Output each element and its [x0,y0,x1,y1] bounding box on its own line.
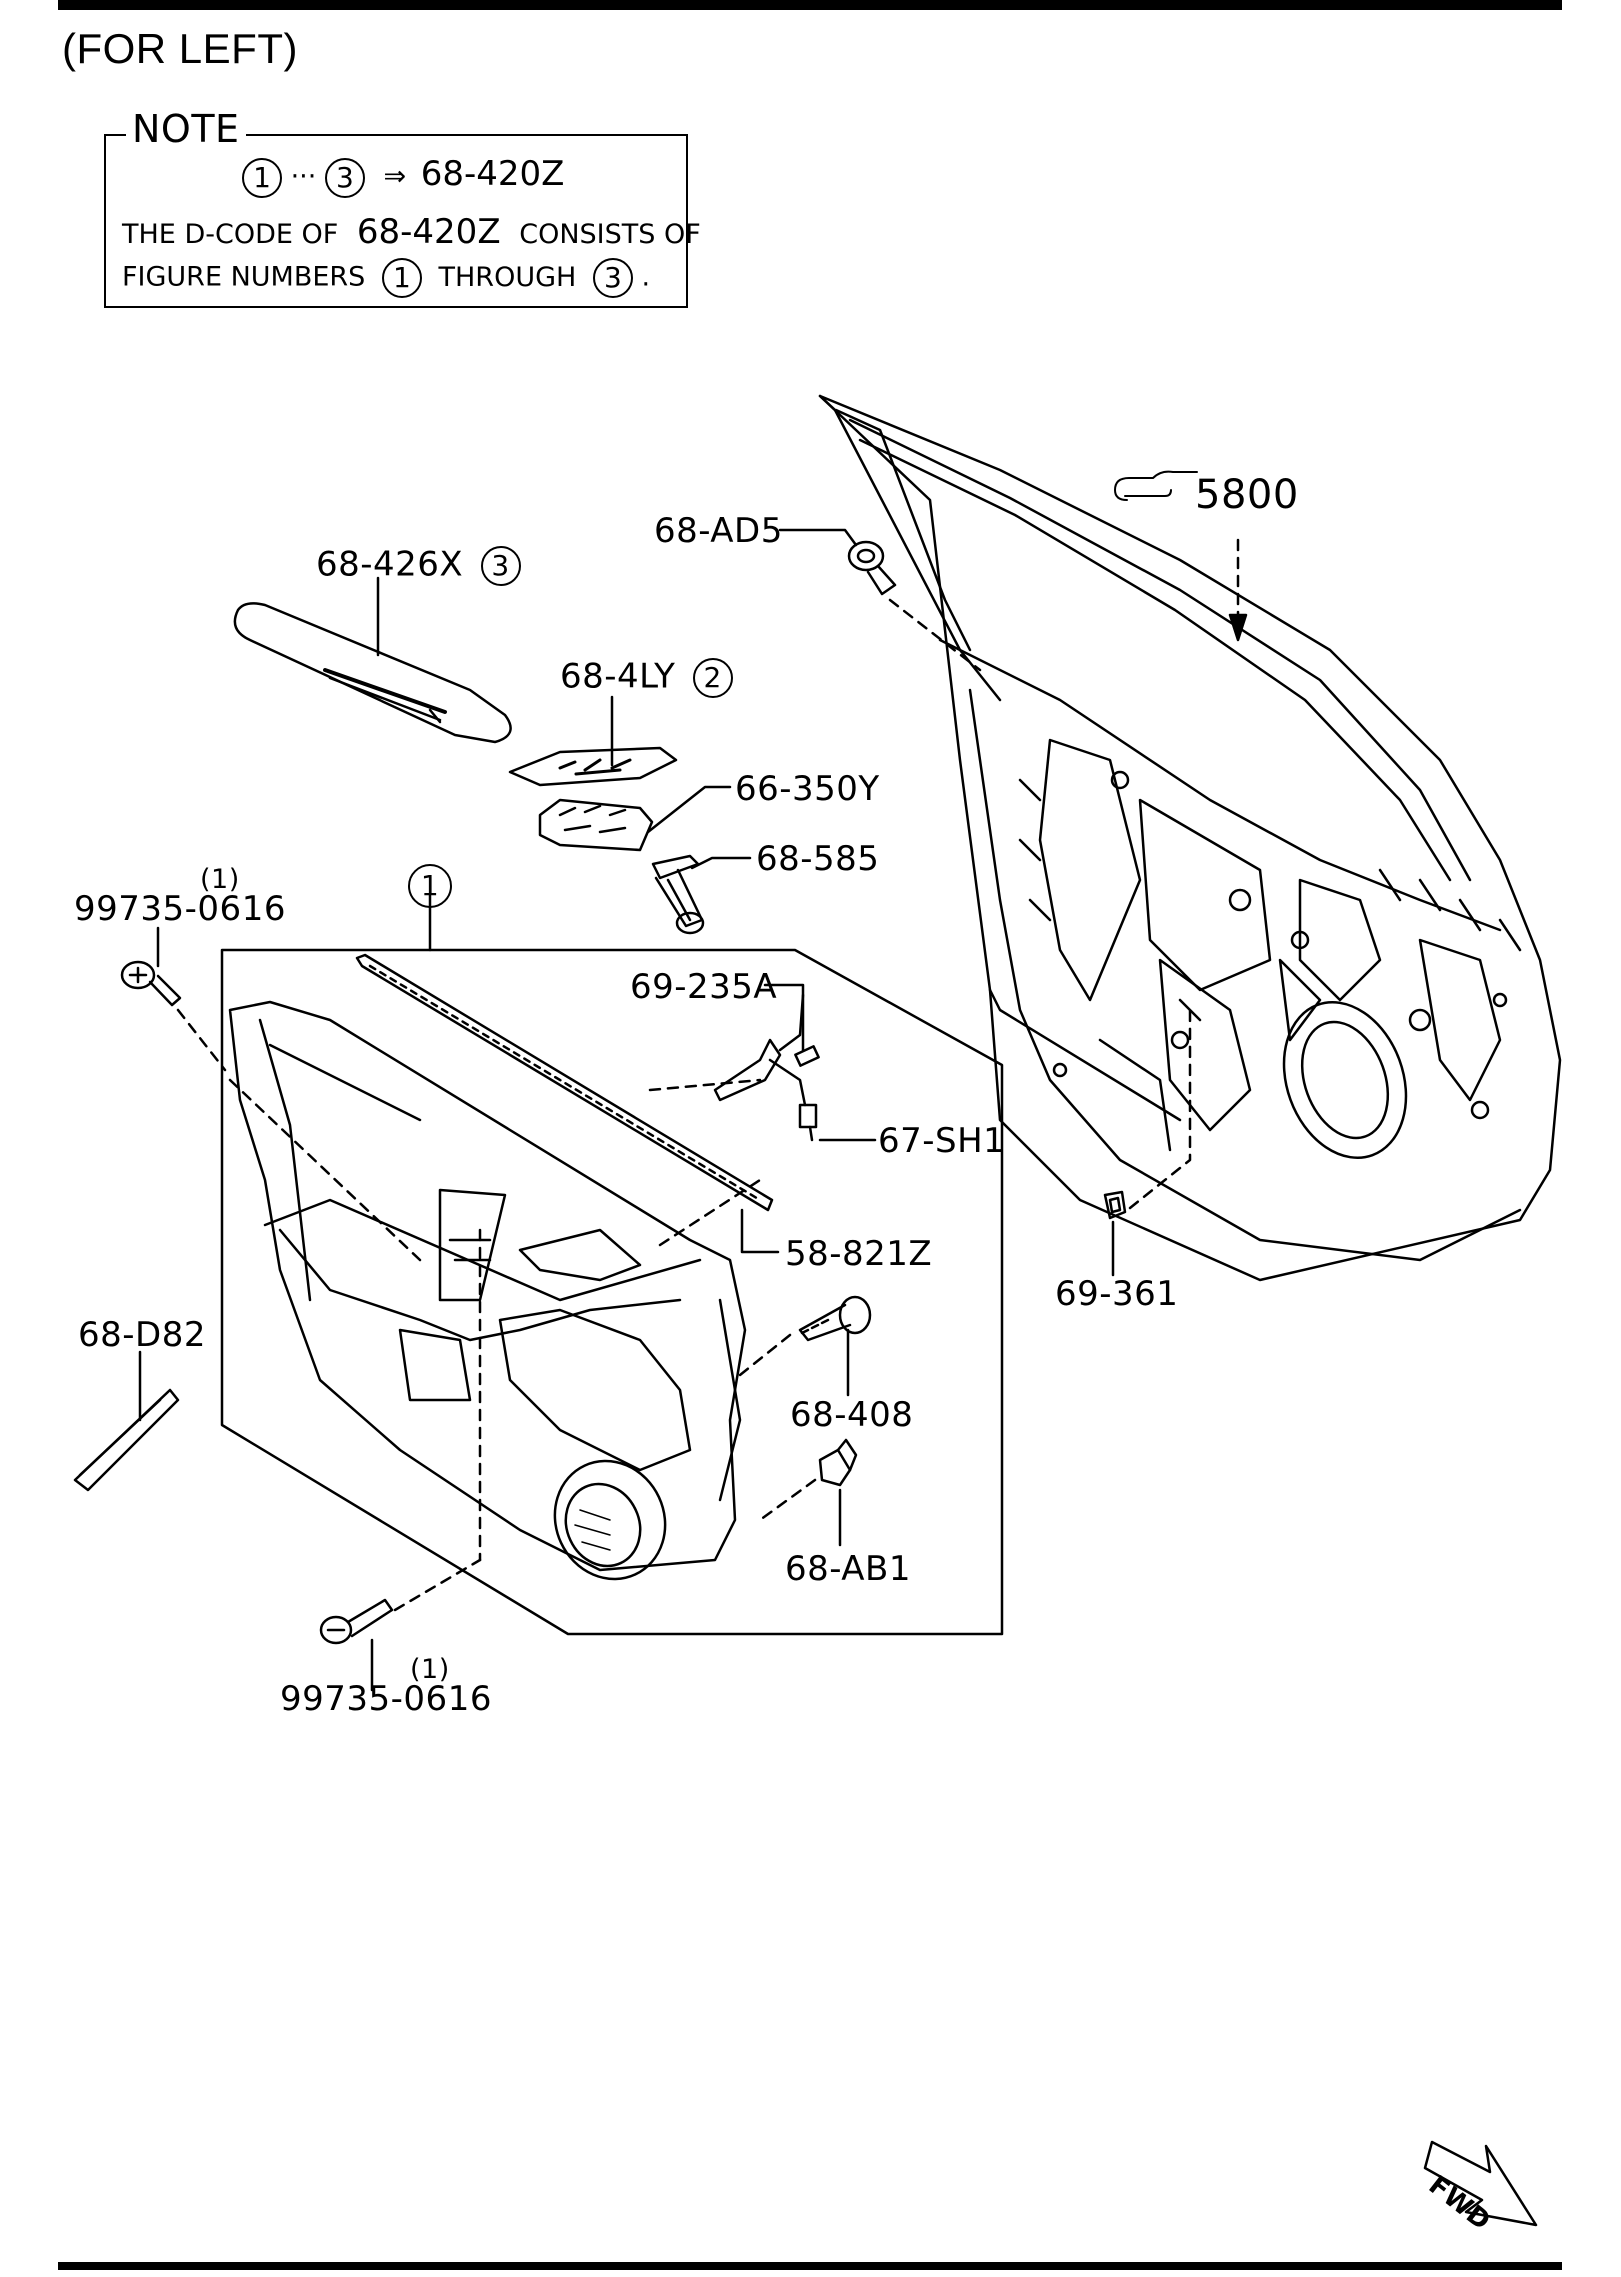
bottom-rule [58,2262,1562,2270]
part-68-426x-label: 68-426X 3 [316,546,521,586]
note-arrow: ⇒ [383,161,407,192]
part-68-ab1-label: 68-AB1 [785,1549,912,1589]
door-trim-assembly-outline [220,948,1004,1636]
part-68-4ly-label: 68-4LY 2 [560,658,733,698]
clip-68-ad5 [847,540,897,596]
screw-99735-0616-top [120,960,182,1007]
note-line-3: FIGURE NUMBERS 1 THROUGH 3 . [122,258,650,298]
part-69-235a-label: 69-235A [630,967,778,1007]
forward-direction-arrow-icon [1423,2140,1538,2227]
top-rule [58,0,1562,10]
figure-number-2: 2 [692,658,733,698]
page-title: (FOR LEFT) [62,25,298,72]
part-66-350y-label: 66-350Y [735,769,880,809]
screw-68-408 [798,1295,872,1342]
part-68-ad5-label: 68-AD5 [654,511,783,551]
window-switch-66-350y [538,798,654,852]
part-67-sh1-label: 67-SH1 [878,1121,1006,1161]
part-99735-0616-top-qty: (1) [200,864,240,895]
part-99735-0616-bottom-label: 99735-0616 [280,1679,492,1719]
part-68-d82-label: 68-D82 [78,1315,206,1355]
pointing-hand-icon [1114,470,1198,501]
clip-69-361 [1103,1190,1127,1220]
part-69-361-label: 69-361 [1055,1274,1179,1314]
reference-5800-label: 5800 [1195,472,1299,518]
figure-number-1: 1 [381,258,422,298]
figure-number-3: 3 [592,258,633,298]
figure-number-3: 3 [324,157,365,198]
figure-number-1: 1 [242,157,282,198]
part-68-408-label: 68-408 [790,1395,914,1435]
upper-trim-68-426x [233,602,512,744]
note-range-sep: ··· [290,161,317,192]
note-range-line: 1 ··· 3 ⇒ 68-420Z [242,154,564,198]
part-99735-0616-bottom-qty: (1) [410,1654,450,1685]
note-box [104,134,688,308]
note-code: 68-420Z [420,154,565,194]
switch-panel-68-4ly [508,746,678,787]
door-trim-panel [228,1000,747,1581]
note-heading: NOTE [126,110,246,148]
part-68-585-label: 68-585 [756,839,880,879]
part-58-821z-label: 58-821Z [785,1234,933,1274]
clip-68-ab1 [818,1438,858,1487]
screw-68-585 [651,854,705,935]
note-line-2: THE D-CODE OF 68-420Z CONSISTS OF [122,212,701,252]
harness-69-235a [713,993,820,1142]
screw-99735-0616-bottom [319,1598,394,1645]
part-99735-0616-top-label: 99735-0616 [74,889,286,929]
trim-strip-68-d82 [73,1388,180,1492]
figure-1-callout: 1 [408,864,452,908]
figure-number-3: 3 [480,546,521,586]
door-shell [818,394,1562,1282]
weatherstrip-58-821z [355,953,774,1212]
